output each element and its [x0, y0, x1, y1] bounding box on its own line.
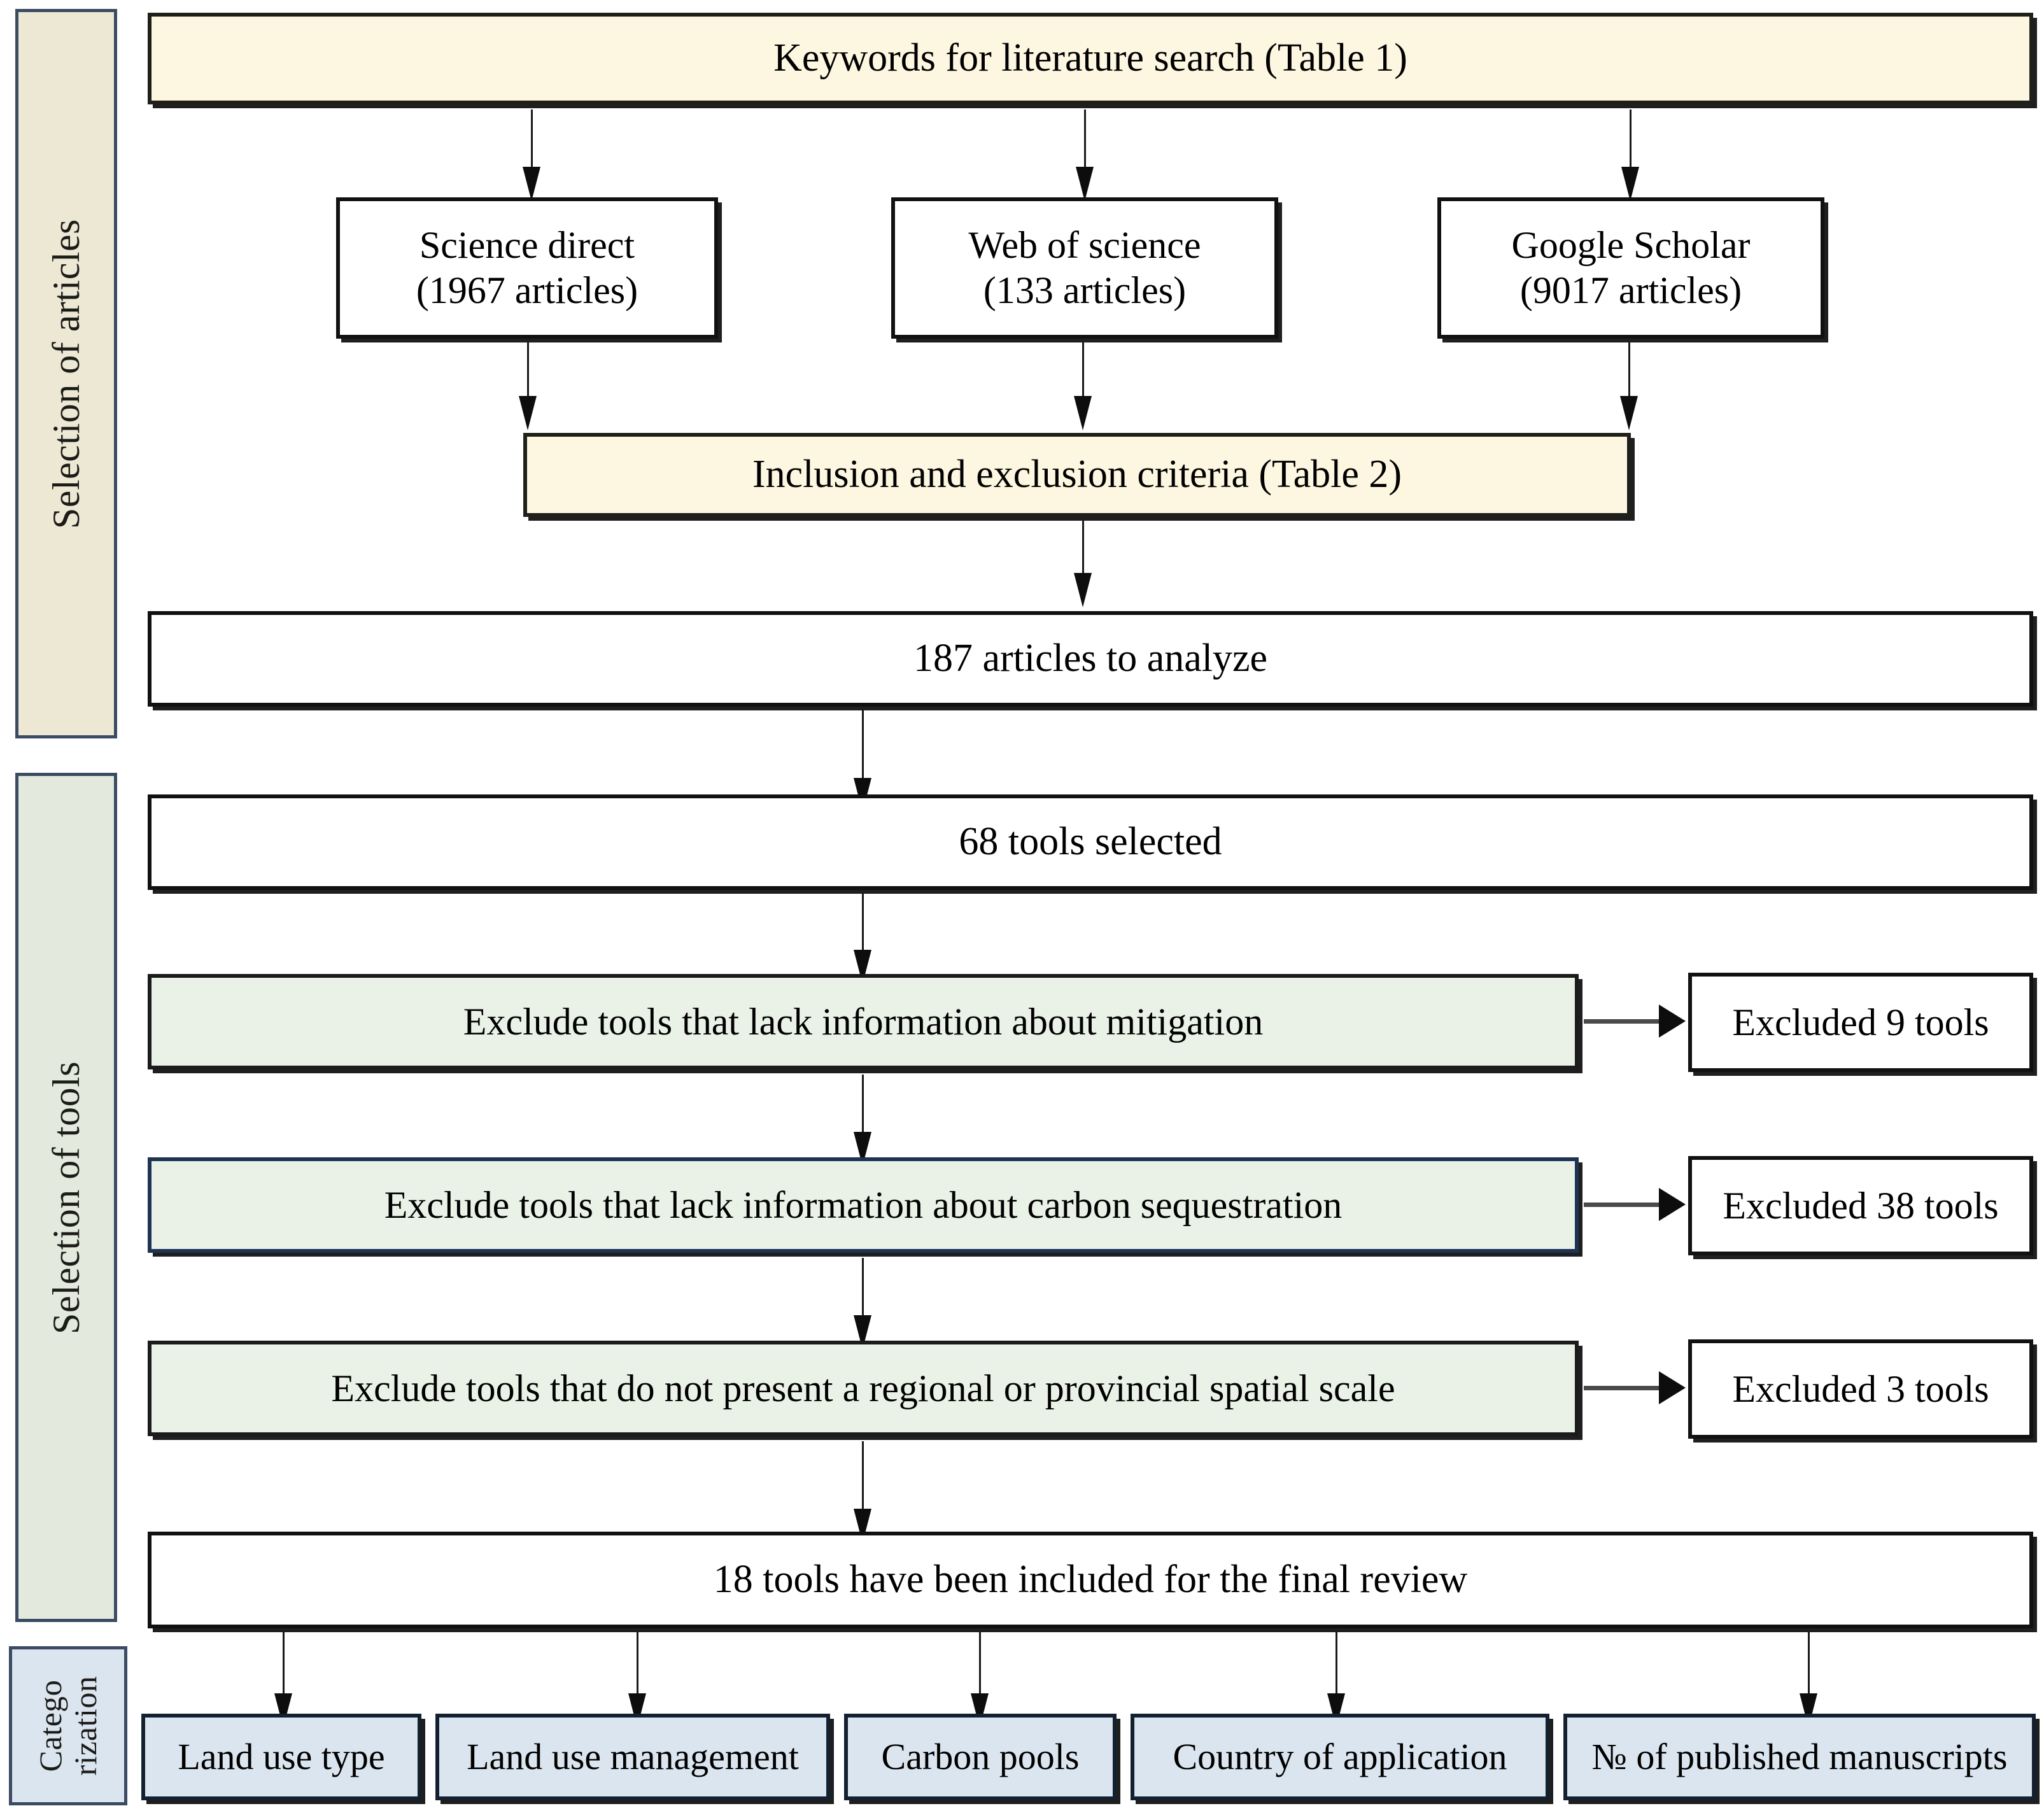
excluded-count-label-3: Excluded 3 tools: [1732, 1367, 1989, 1410]
connector-exclusion-3-to-excluded-3: [1584, 1386, 1667, 1390]
database-name-web-of-science: Web of science: [968, 224, 1201, 267]
connector-final-to-category-2: [637, 1631, 638, 1726]
connector-exclusion-1-to-exclusion-2: [862, 1075, 864, 1151]
database-name-google-scholar: Google Scholar: [1511, 224, 1751, 267]
rail-categorization: Catego rization: [9, 1646, 127, 1805]
category-box-land-use-management: Land use management: [435, 1714, 830, 1800]
connector-sciencedirect-to-criteria: [527, 342, 529, 413]
keywords-box-label: Keywords for literature search (Table 1): [773, 36, 1407, 80]
connector-exclusion-1-to-excluded-1: [1584, 1019, 1667, 1024]
excluded-count-box-3: Excluded 3 tools: [1688, 1339, 2033, 1439]
category-box-published-manuscripts: № of published manuscripts: [1563, 1714, 2036, 1800]
connector-tools-selected-to-exclusion-1: [862, 892, 864, 969]
database-count-google-scholar: (9017 articles): [1519, 269, 1742, 311]
connector-final-to-category-5: [1808, 1631, 1810, 1726]
criteria-box: Inclusion and exclusion criteria (Table …: [523, 433, 1631, 517]
criteria-box-label: Inclusion and exclusion criteria (Table …: [752, 453, 1402, 497]
exclusion-criterion-box-2: Exclude tools that lack information abou…: [148, 1157, 1579, 1253]
connector-final-to-category-4: [1336, 1631, 1337, 1726]
category-label-carbon-pools: Carbon pools: [881, 1735, 1080, 1777]
connector-articles-to-tools-selected: [862, 709, 864, 801]
connector-exclusion-2-to-excluded-2: [1584, 1203, 1667, 1207]
connector-exclusion-2-to-exclusion-3: [862, 1258, 864, 1334]
connector-keywords-to-googlescholar: [1630, 109, 1632, 181]
database-box-web-of-science: Web of science (133 articles): [891, 197, 1278, 339]
tools-selected-box: 68 tools selected: [148, 794, 2033, 890]
rail-selection-of-articles: Selection of articles: [15, 9, 117, 738]
rail-label-categorization-line2: rization: [67, 1675, 103, 1776]
database-box-google-scholar: Google Scholar (9017 articles): [1437, 197, 1824, 339]
rail-selection-of-tools: Selection of tools: [15, 773, 117, 1622]
connector-final-to-category-1: [283, 1631, 285, 1726]
rail-label-categorization: Catego rization: [32, 1670, 103, 1782]
rail-label-selection-of-articles: Selection of articles: [45, 218, 87, 529]
excluded-count-box-1: Excluded 9 tools: [1688, 973, 2033, 1072]
final-result-label: 18 tools have been included for the fina…: [713, 1558, 1468, 1602]
category-label-published-manuscripts: № of published manuscripts: [1591, 1735, 2008, 1777]
arrowhead-keywords-to-sciencedirect: [523, 167, 540, 201]
connector-exclusion-3-to-final-result: [862, 1441, 864, 1537]
arrowhead-keywords-to-webofscience: [1076, 167, 1094, 201]
rail-label-categorization-line1: Catego: [32, 1679, 68, 1772]
arrowhead-exclusion-1-to-excluded-1: [1659, 1005, 1686, 1038]
connector-criteria-to-articles-result: [1082, 521, 1084, 596]
connector-keywords-to-sciencedirect: [531, 109, 533, 181]
tools-selected-label: 68 tools selected: [959, 820, 1222, 864]
keywords-box: Keywords for literature search (Table 1): [148, 13, 2033, 104]
connector-final-to-category-3: [979, 1631, 981, 1726]
connector-keywords-to-webofscience: [1084, 109, 1086, 181]
arrowhead-exclusion-2-to-excluded-2: [1659, 1188, 1686, 1221]
excluded-count-label-2: Excluded 38 tools: [1723, 1184, 1999, 1227]
database-name-science-direct: Science direct: [419, 224, 635, 267]
category-box-carbon-pools: Carbon pools: [844, 1714, 1117, 1800]
category-label-land-use-type: Land use type: [178, 1735, 385, 1777]
final-result-box: 18 tools have been included for the fina…: [148, 1532, 2033, 1628]
category-box-land-use-type: Land use type: [141, 1714, 421, 1800]
arrowhead-criteria-to-articles-result: [1074, 573, 1092, 607]
database-count-science-direct: (1967 articles): [416, 269, 638, 311]
arrowhead-sciencedirect-to-criteria: [519, 396, 537, 430]
arrowhead-googlescholar-to-criteria: [1620, 396, 1638, 430]
category-label-land-use-management: Land use management: [467, 1735, 799, 1777]
arrowhead-webofscience-to-criteria: [1074, 396, 1092, 430]
articles-result-box: 187 articles to analyze: [148, 611, 2033, 707]
connector-webofscience-to-criteria: [1082, 342, 1084, 413]
arrowhead-exclusion-3-to-excluded-3: [1659, 1371, 1686, 1404]
category-box-country-of-application: Country of application: [1131, 1714, 1549, 1800]
exclusion-criterion-box-3: Exclude tools that do not present a regi…: [148, 1341, 1579, 1436]
articles-result-label: 187 articles to analyze: [913, 637, 1268, 681]
excluded-count-label-1: Excluded 9 tools: [1732, 1001, 1989, 1043]
exclusion-criterion-label-1: Exclude tools that lack information abou…: [463, 1000, 1264, 1043]
rail-label-selection-of-tools: Selection of tools: [45, 1061, 87, 1334]
database-count-web-of-science: (133 articles): [983, 269, 1187, 311]
connector-googlescholar-to-criteria: [1628, 342, 1630, 413]
category-label-country-of-application: Country of application: [1173, 1735, 1507, 1777]
arrowhead-keywords-to-googlescholar: [1621, 167, 1639, 201]
exclusion-criterion-box-1: Exclude tools that lack information abou…: [148, 974, 1579, 1069]
database-box-science-direct: Science direct (1967 articles): [336, 197, 718, 339]
excluded-count-box-2: Excluded 38 tools: [1688, 1156, 2033, 1255]
exclusion-criterion-label-3: Exclude tools that do not present a regi…: [331, 1367, 1395, 1409]
exclusion-criterion-label-2: Exclude tools that lack information abou…: [384, 1183, 1343, 1226]
